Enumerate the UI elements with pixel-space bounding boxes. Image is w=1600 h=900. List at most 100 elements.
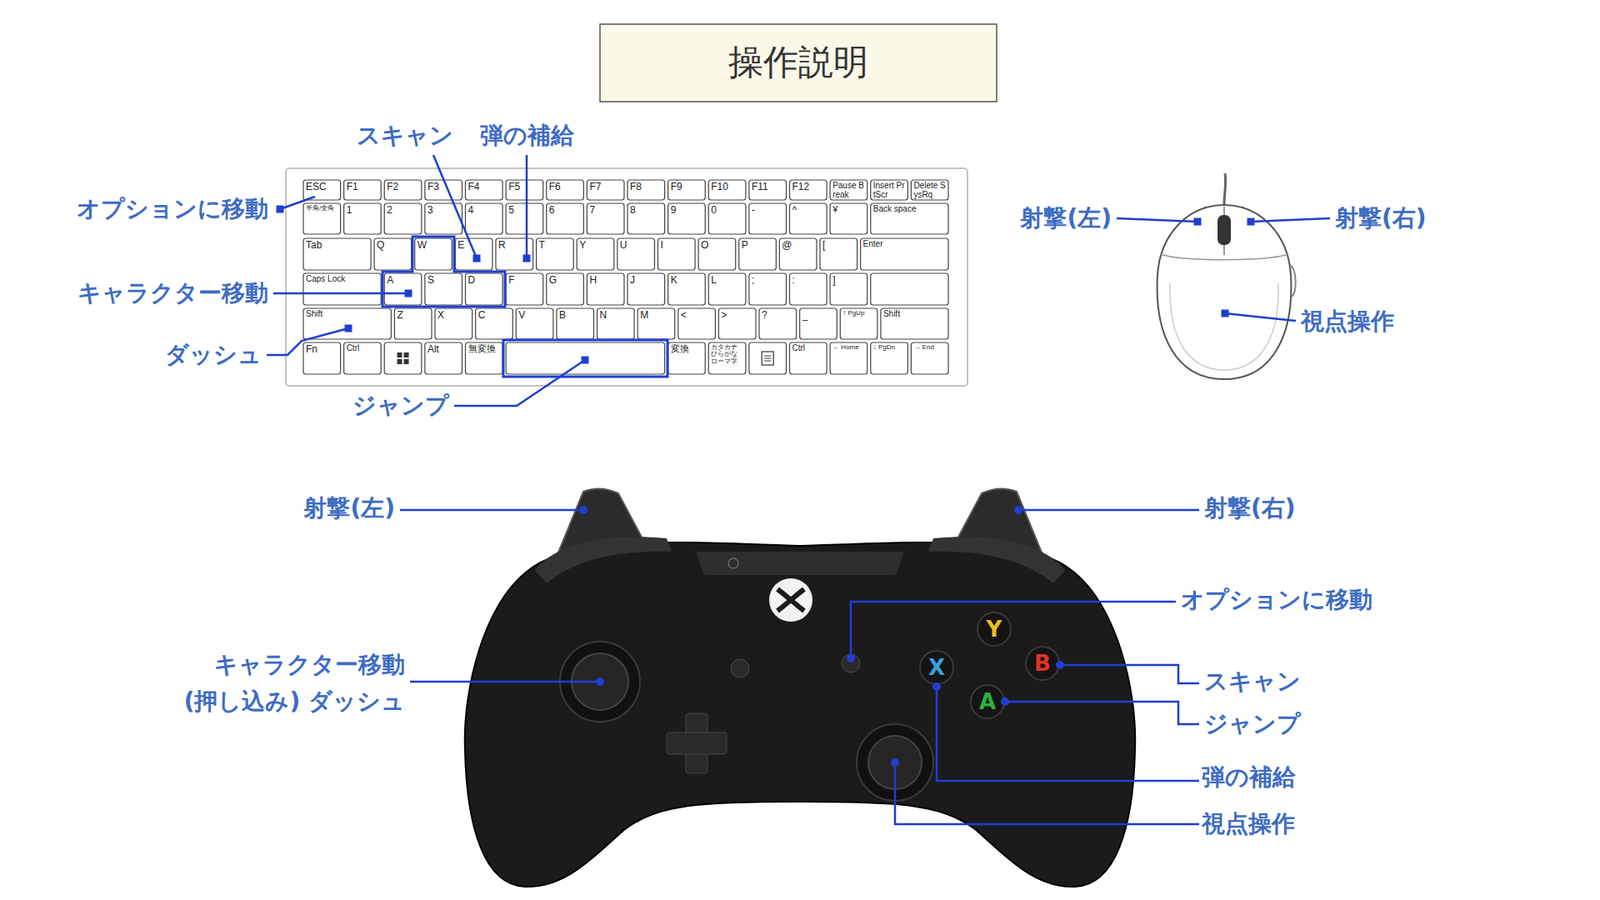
key-legend: @ [781, 240, 815, 251]
key-legend: W [417, 240, 450, 251]
keyboard-key [303, 180, 341, 200]
key-legend: ← Home [832, 344, 865, 351]
button-letter: A [979, 690, 996, 713]
keyboard-key [668, 342, 706, 375]
mouse-wheel [1217, 215, 1231, 245]
keyboard-key [708, 180, 746, 200]
keyboard-key [505, 342, 665, 375]
key-legend: - [751, 205, 785, 216]
keyboard-key [749, 273, 787, 305]
xbox-logo [769, 578, 813, 622]
menu-key-icon [764, 355, 771, 357]
diagram-title: 操作説明 [728, 43, 869, 82]
mouse-palm-line [1170, 283, 1279, 370]
controller-top-band [695, 551, 905, 575]
callout-label: スキャン [356, 123, 454, 150]
keyboard-key [505, 203, 544, 235]
keyboard-key [627, 273, 665, 305]
keyboard-key [739, 238, 777, 270]
key-legend: 9 [670, 205, 704, 216]
key-legend: L [710, 275, 744, 286]
callout-label: 射撃(左) [1020, 205, 1112, 232]
keyboard-key [586, 273, 625, 305]
mouse-body [1157, 205, 1292, 380]
key-legend: D [468, 275, 501, 286]
callout-label: (押し込み) ダッシュ [184, 689, 405, 715]
mouse-cable [1224, 173, 1226, 205]
keyboard-key [384, 342, 422, 375]
keyboard-key [586, 180, 625, 200]
keyboard-key [698, 238, 736, 270]
keyboard-key [465, 180, 504, 200]
title-box [600, 24, 997, 102]
keyboard-key [465, 342, 504, 375]
leader-line [1060, 665, 1200, 684]
keyboard-key [617, 238, 655, 270]
keyboard-key [425, 273, 463, 305]
keyboard-key [708, 342, 746, 375]
key-legend: 半角/全角 [305, 205, 339, 212]
keyboard-key [374, 238, 412, 270]
mouse-button-edge [1160, 254, 1289, 260]
leader-square [1247, 218, 1255, 226]
keyboard-key [870, 342, 909, 375]
face-button [1025, 646, 1060, 680]
key-legend: ^ [792, 205, 825, 216]
leader-line [273, 292, 409, 295]
key-legend: Pause Break [832, 181, 865, 200]
windows-key-icon [397, 352, 403, 358]
face-button [977, 612, 1011, 646]
leader-square [473, 255, 481, 263]
keyboard-key [790, 342, 828, 375]
key-legend: ? [761, 310, 795, 321]
key-legend: Caps Lock [305, 275, 379, 285]
keyboard-key [344, 203, 382, 235]
menu-button [841, 654, 860, 673]
keyboard-key [749, 342, 787, 375]
keyboard-key [840, 308, 878, 340]
keyboard-key [910, 180, 949, 200]
key-legend: Delete SysRq [913, 181, 946, 200]
key-legend: X [437, 310, 470, 321]
keyboard-key [344, 180, 382, 200]
key-legend: N [600, 310, 633, 321]
keyboard-key [749, 203, 787, 235]
leader-dot [1000, 697, 1010, 706]
bumper-left [535, 536, 672, 584]
keyboard-key [870, 203, 949, 235]
leader-square [345, 325, 353, 333]
keyboard-key [790, 180, 828, 200]
leader-dot [846, 654, 855, 663]
key-legend: Enter [863, 240, 946, 250]
keyboard-key [465, 273, 504, 305]
keyboard-key [678, 308, 716, 340]
key-legend: F8 [630, 181, 663, 193]
keyboard-key [880, 308, 949, 340]
callout-label: 視点操作 [1201, 811, 1295, 838]
keyboard-key [800, 308, 838, 340]
key-legend: F6 [549, 181, 582, 193]
callout-label: 弾の補給 [1201, 765, 1296, 791]
key-legend: F1 [346, 181, 380, 193]
keyboard-key [384, 203, 422, 235]
keyboard-key [637, 308, 675, 340]
key-legend: 5 [508, 205, 541, 216]
keyboard-key [779, 238, 817, 270]
keyboard-key [546, 203, 585, 235]
keyboard-key [718, 308, 756, 340]
keyboard-key [860, 238, 949, 270]
key-legend: ↑ PgUp [842, 310, 875, 317]
keyboard-key [465, 203, 504, 235]
pair-button [728, 558, 739, 569]
windows-key-icon [397, 359, 403, 365]
leader-line [850, 601, 1176, 659]
keyboard-key [556, 308, 595, 340]
callout-label: オプションに移動 [76, 196, 269, 223]
leader-line [266, 328, 349, 355]
keyboard-key [384, 273, 422, 305]
key-legend: 1 [346, 205, 380, 216]
keyboard-key [394, 308, 432, 340]
callout-label: ジャンプ [1204, 711, 1301, 738]
